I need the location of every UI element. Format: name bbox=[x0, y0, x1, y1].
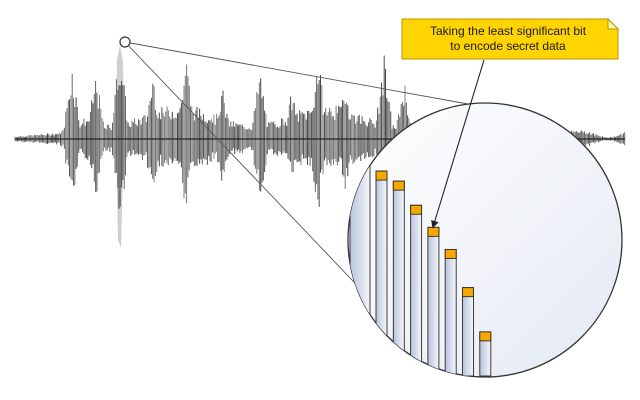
lsb-marker bbox=[392, 180, 405, 191]
audio-waveform bbox=[14, 55, 626, 209]
callout-folded-corner bbox=[607, 17, 620, 30]
callout-text-line-2: to encode secret data bbox=[450, 39, 566, 53]
sample-bar bbox=[444, 249, 457, 377]
lsb-marker bbox=[375, 170, 388, 181]
magnifier-lens bbox=[347, 102, 623, 378]
callout-box: Taking the least significant bit to enco… bbox=[401, 17, 620, 60]
lsb-marker bbox=[410, 204, 423, 215]
zoom-guide-line-lower bbox=[124, 41, 374, 303]
lsb-marker bbox=[462, 287, 474, 298]
lsb-marker bbox=[444, 249, 457, 259]
callout-background bbox=[401, 18, 619, 60]
sample-point-marker bbox=[119, 36, 131, 48]
sample-bar bbox=[427, 226, 440, 377]
sample-bar bbox=[349, 149, 371, 377]
zoom-guide-line-upper bbox=[124, 41, 469, 105]
lsb-marker bbox=[427, 226, 440, 237]
callout-text-line-1: Taking the least significant bit bbox=[430, 24, 587, 38]
callout-arrow bbox=[431, 59, 485, 229]
sample-bar bbox=[410, 204, 423, 377]
lsb-marker bbox=[479, 331, 492, 342]
sample-bar bbox=[462, 287, 474, 377]
sample-bar bbox=[375, 170, 388, 377]
